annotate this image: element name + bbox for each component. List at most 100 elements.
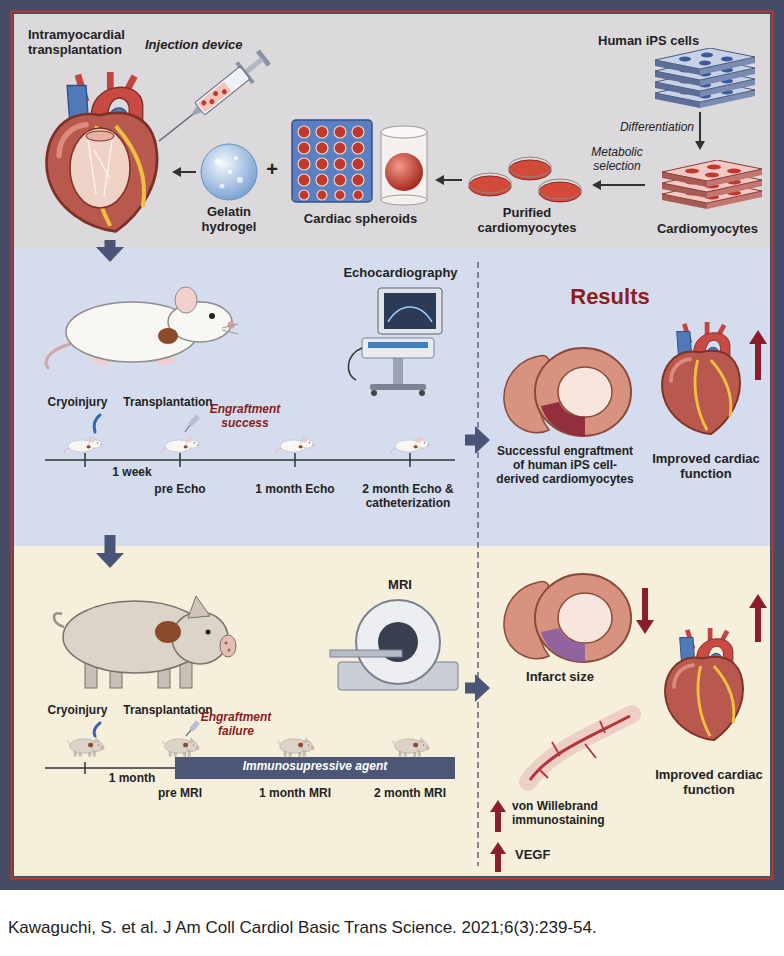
vessel-drawing (528, 714, 632, 782)
node-text: 1 month Echo (250, 483, 340, 497)
node-text: Cryoinjury (40, 704, 115, 718)
illustration-part (477, 262, 479, 866)
illustration-part (539, 179, 581, 199)
node-text: Improved cardiac function (654, 768, 764, 798)
node-text: Cardiac spheroids (288, 212, 433, 227)
node-text: MRI (368, 578, 432, 593)
illustration-part (385, 153, 423, 191)
flow-arrow (96, 240, 124, 262)
illustration-part (335, 190, 345, 200)
illustration-part (348, 348, 362, 380)
caption-text: Kawaguchi, S. et al. J Am Coll Cardiol B… (8, 918, 778, 938)
illustration-part (94, 415, 100, 432)
arrow-shape (96, 240, 124, 262)
illustration-part (64, 437, 102, 453)
illustration-part (163, 738, 199, 756)
node-text: Transplantation (118, 396, 218, 410)
node-text: Human iPS cells (598, 34, 728, 49)
node-text: 1 month (100, 772, 164, 786)
cross-section-drawing (504, 348, 631, 436)
illustration-part (662, 160, 762, 187)
cell-stack-drawing (655, 48, 755, 108)
illustration-part (665, 628, 743, 740)
pig-drawing (54, 596, 236, 688)
illustration-part (316, 174, 328, 186)
illustration-part (334, 174, 346, 186)
node-text: Purified cardiomyocytes (465, 206, 589, 236)
illustration-part (378, 288, 442, 334)
illustration-part (200, 99, 207, 106)
node-text: Gelatin hydrogel (196, 205, 262, 235)
illustration-part (47, 72, 158, 231)
node-text: Cardiomyocytes (650, 222, 765, 237)
bar-box: Immunosupressive agent (175, 757, 455, 779)
arrow-shape (435, 175, 462, 185)
illustration-part (334, 142, 346, 154)
illustration-part (352, 142, 364, 154)
node-text: Immunosupressive agent (175, 760, 455, 774)
illustration-part (228, 170, 232, 174)
illustration-part (159, 114, 193, 141)
node-text: 1 month MRI (250, 787, 340, 801)
illustration-part (316, 126, 328, 138)
illustration-part (316, 158, 328, 170)
plate-drawing (292, 120, 427, 205)
node-text: 2 month MRI (365, 787, 455, 801)
illustration-part (237, 177, 243, 183)
illustration-part (298, 126, 364, 200)
flow-arrow (96, 535, 124, 568)
cross-section-drawing (504, 574, 631, 662)
illustration-part (68, 738, 104, 756)
result-group: Improved cardiac function (652, 580, 767, 805)
illustration-part (94, 723, 100, 736)
illustration-part (362, 338, 434, 358)
illustration-part (234, 156, 238, 160)
heart-drawing (47, 72, 158, 231)
illustration-part (353, 190, 363, 200)
gel-drawing (201, 144, 257, 200)
free-label: + (262, 158, 282, 181)
arrow-shape (592, 180, 645, 190)
node-text: pre MRI (145, 787, 215, 801)
result-group: Infarct size (490, 565, 650, 700)
flow-arrow (172, 167, 196, 177)
illustration-part (14, 546, 770, 876)
illustration-part (391, 437, 429, 453)
illustration-part (221, 88, 228, 95)
illustration-part (86, 131, 114, 141)
increase-arrow (490, 800, 506, 832)
illustration-part (278, 738, 314, 756)
illustration-part (662, 322, 740, 434)
flow-arrow (435, 175, 462, 185)
node-text: von Willebrand immunostaining (512, 800, 640, 828)
plate-group: Cardiac spheroids (285, 112, 435, 237)
decrease-arrow (636, 588, 654, 634)
heart-drawing (665, 628, 743, 740)
illustration-part (195, 66, 250, 115)
illustration-part (276, 437, 314, 453)
result-group: Successful engraftment of human iPS cell… (490, 325, 640, 505)
illustration-part (352, 126, 364, 138)
illustration-part (220, 184, 225, 189)
illustration-part (298, 126, 310, 138)
node-text: pre Echo (145, 483, 215, 497)
illustration-part (0, 0, 784, 890)
illustration-part (540, 721, 605, 778)
scanner-symbol (330, 600, 458, 690)
illustration-part (528, 714, 632, 782)
illustration-part (298, 174, 310, 186)
illustration-part (185, 425, 190, 432)
free-label: VEGF (515, 848, 575, 863)
illustration-part (212, 90, 219, 97)
illustration-part (352, 158, 364, 170)
illustration-part (356, 600, 440, 684)
flow-arrow (465, 674, 490, 702)
gel-group: Gelatin hydrogel (196, 138, 262, 242)
edge-label: Differentiation (612, 121, 694, 135)
illustration-part (334, 158, 346, 170)
illustration-part (215, 159, 221, 165)
illustration-part (45, 459, 455, 461)
arrow-shape (172, 167, 196, 177)
illustration-part (371, 390, 377, 396)
syringe-drawing (151, 46, 274, 151)
